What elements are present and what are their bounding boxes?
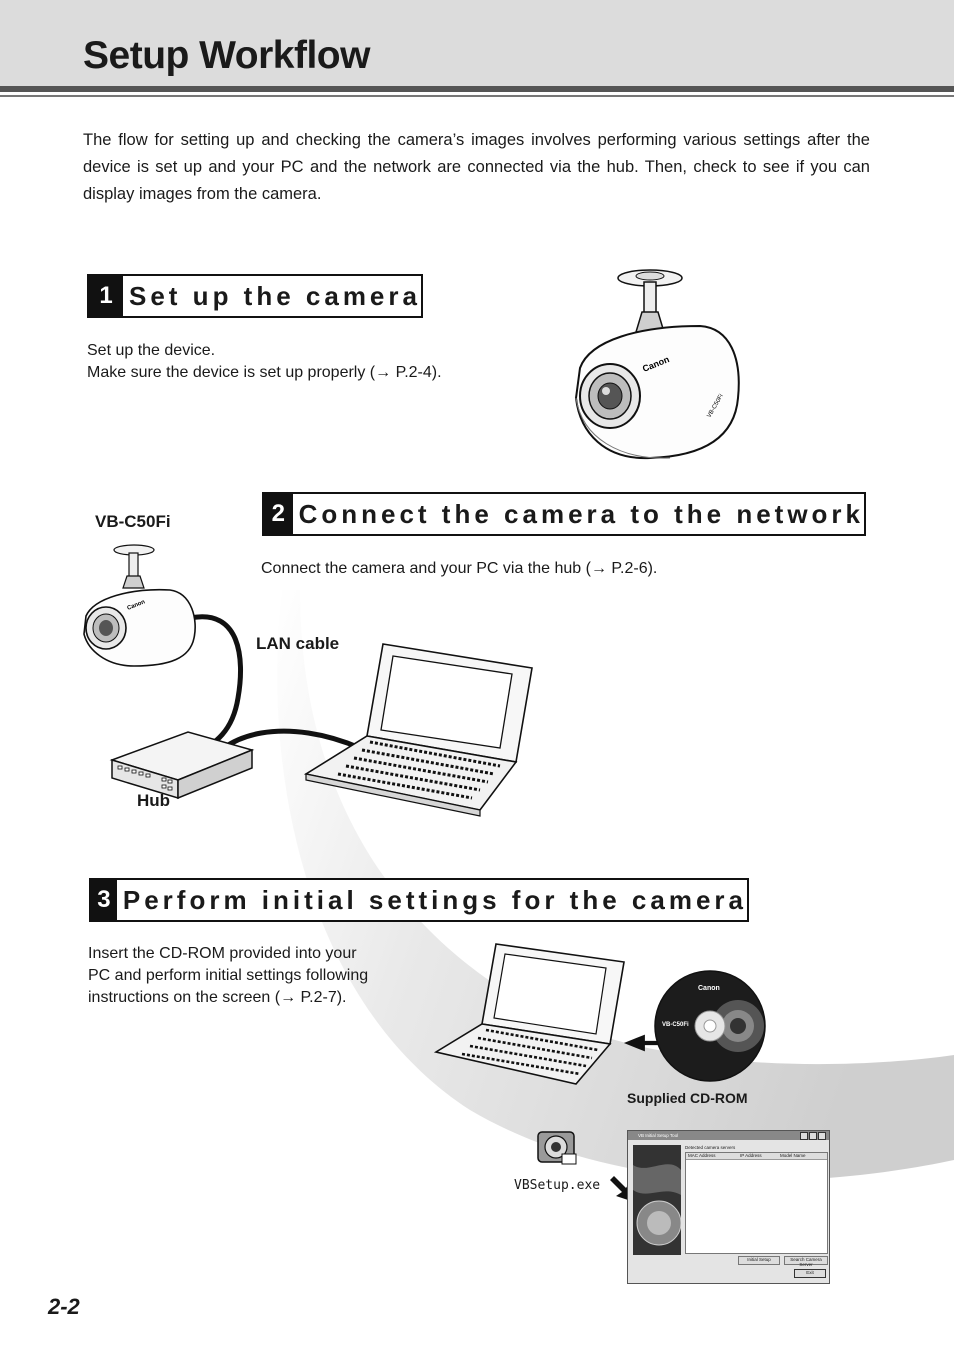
description-line: Make sure the device is set up properly … [87,364,442,381]
header-band [0,0,954,86]
arrow-left-icon [623,1034,668,1052]
small-camera-icon: Canon [83,544,196,667]
step-number: 2 [264,494,293,534]
camera-model-label: VB-C50Fi [95,512,171,531]
search-camera-server-button[interactable]: Search Camera Server [784,1256,828,1267]
step-title: Connect the camera to the network [298,498,864,529]
hub-icon [109,731,255,800]
cdrom-icon: Canon VB-C50Fi [654,970,766,1082]
cd-brand-logo: Canon [698,985,720,992]
camera-illustration: Canon VB-C50Fi [574,269,740,460]
cdrom-diagram: Canon VB-C50Fi [433,943,766,1085]
camera-server-list[interactable]: MAC Address IP Address Model Name [685,1152,828,1254]
description-line: instructions on the screen (→ P.2-7). [88,989,347,1006]
list-caption: Detected camera servers [685,1145,736,1150]
page-number: 2-2 [48,1294,80,1319]
hub-label: Hub [137,791,171,810]
description-line: Insert the CD-ROM provided into your [88,945,357,962]
step-1-description: Set up the device. Make sure the device … [87,340,442,384]
header-rule [0,86,954,92]
step-1-heading: 1 Set up the camera [87,274,423,318]
window-titlebar: VB Initial Setup Tool [628,1131,829,1140]
description-line: PC and perform initial settings followin… [88,967,369,984]
step-3-heading: 3 Perform initial settings for the camer… [89,878,749,922]
column-header[interactable]: MAC Address [688,1153,716,1158]
vbsetup-icon[interactable] [532,1126,582,1172]
globe-panel [633,1145,681,1255]
header-rule-thin [0,95,954,97]
maximize-button[interactable] [809,1132,817,1140]
step-3-description: Insert the CD-ROM provided into your PC … [88,943,368,1009]
step-title: Perform initial settings for the camera [122,884,747,915]
laptop-icon [303,643,533,817]
initial-setup-button[interactable]: Initial Setup [738,1256,780,1265]
description-line: Connect the camera and your PC via the h… [261,560,658,577]
close-button[interactable] [818,1132,826,1140]
cdrom-label: Supplied CD-ROM [627,1090,748,1106]
network-diagram: Canon [83,544,533,817]
column-header[interactable]: Model Name [780,1153,806,1158]
laptop-icon [433,943,625,1085]
exit-button[interactable]: Exit [794,1269,826,1278]
column-header[interactable]: IP Address [740,1153,762,1158]
setup-tool-window: VB Initial Setup Tool Detected camera se… [627,1130,830,1284]
cd-model-logo: VB-C50Fi [662,1022,689,1028]
window-title: VB Initial Setup Tool [638,1133,679,1138]
step-number: 1 [89,276,123,316]
step-2-description: Connect the camera and your PC via the h… [261,558,657,580]
minimize-button[interactable] [800,1132,808,1140]
intro-paragraph: The flow for setting up and checking the… [83,131,870,203]
vbsetup-filename[interactable]: VBSetup.exe [514,1178,601,1193]
lan-cable-label: LAN cable [256,634,340,653]
description-line: Set up the device. [87,342,216,359]
step-2-heading: 2 Connect the camera to the network [262,492,866,536]
step-number: 3 [91,880,117,920]
page-title: Setup Workflow [83,34,370,77]
step-title: Set up the camera [129,280,421,311]
